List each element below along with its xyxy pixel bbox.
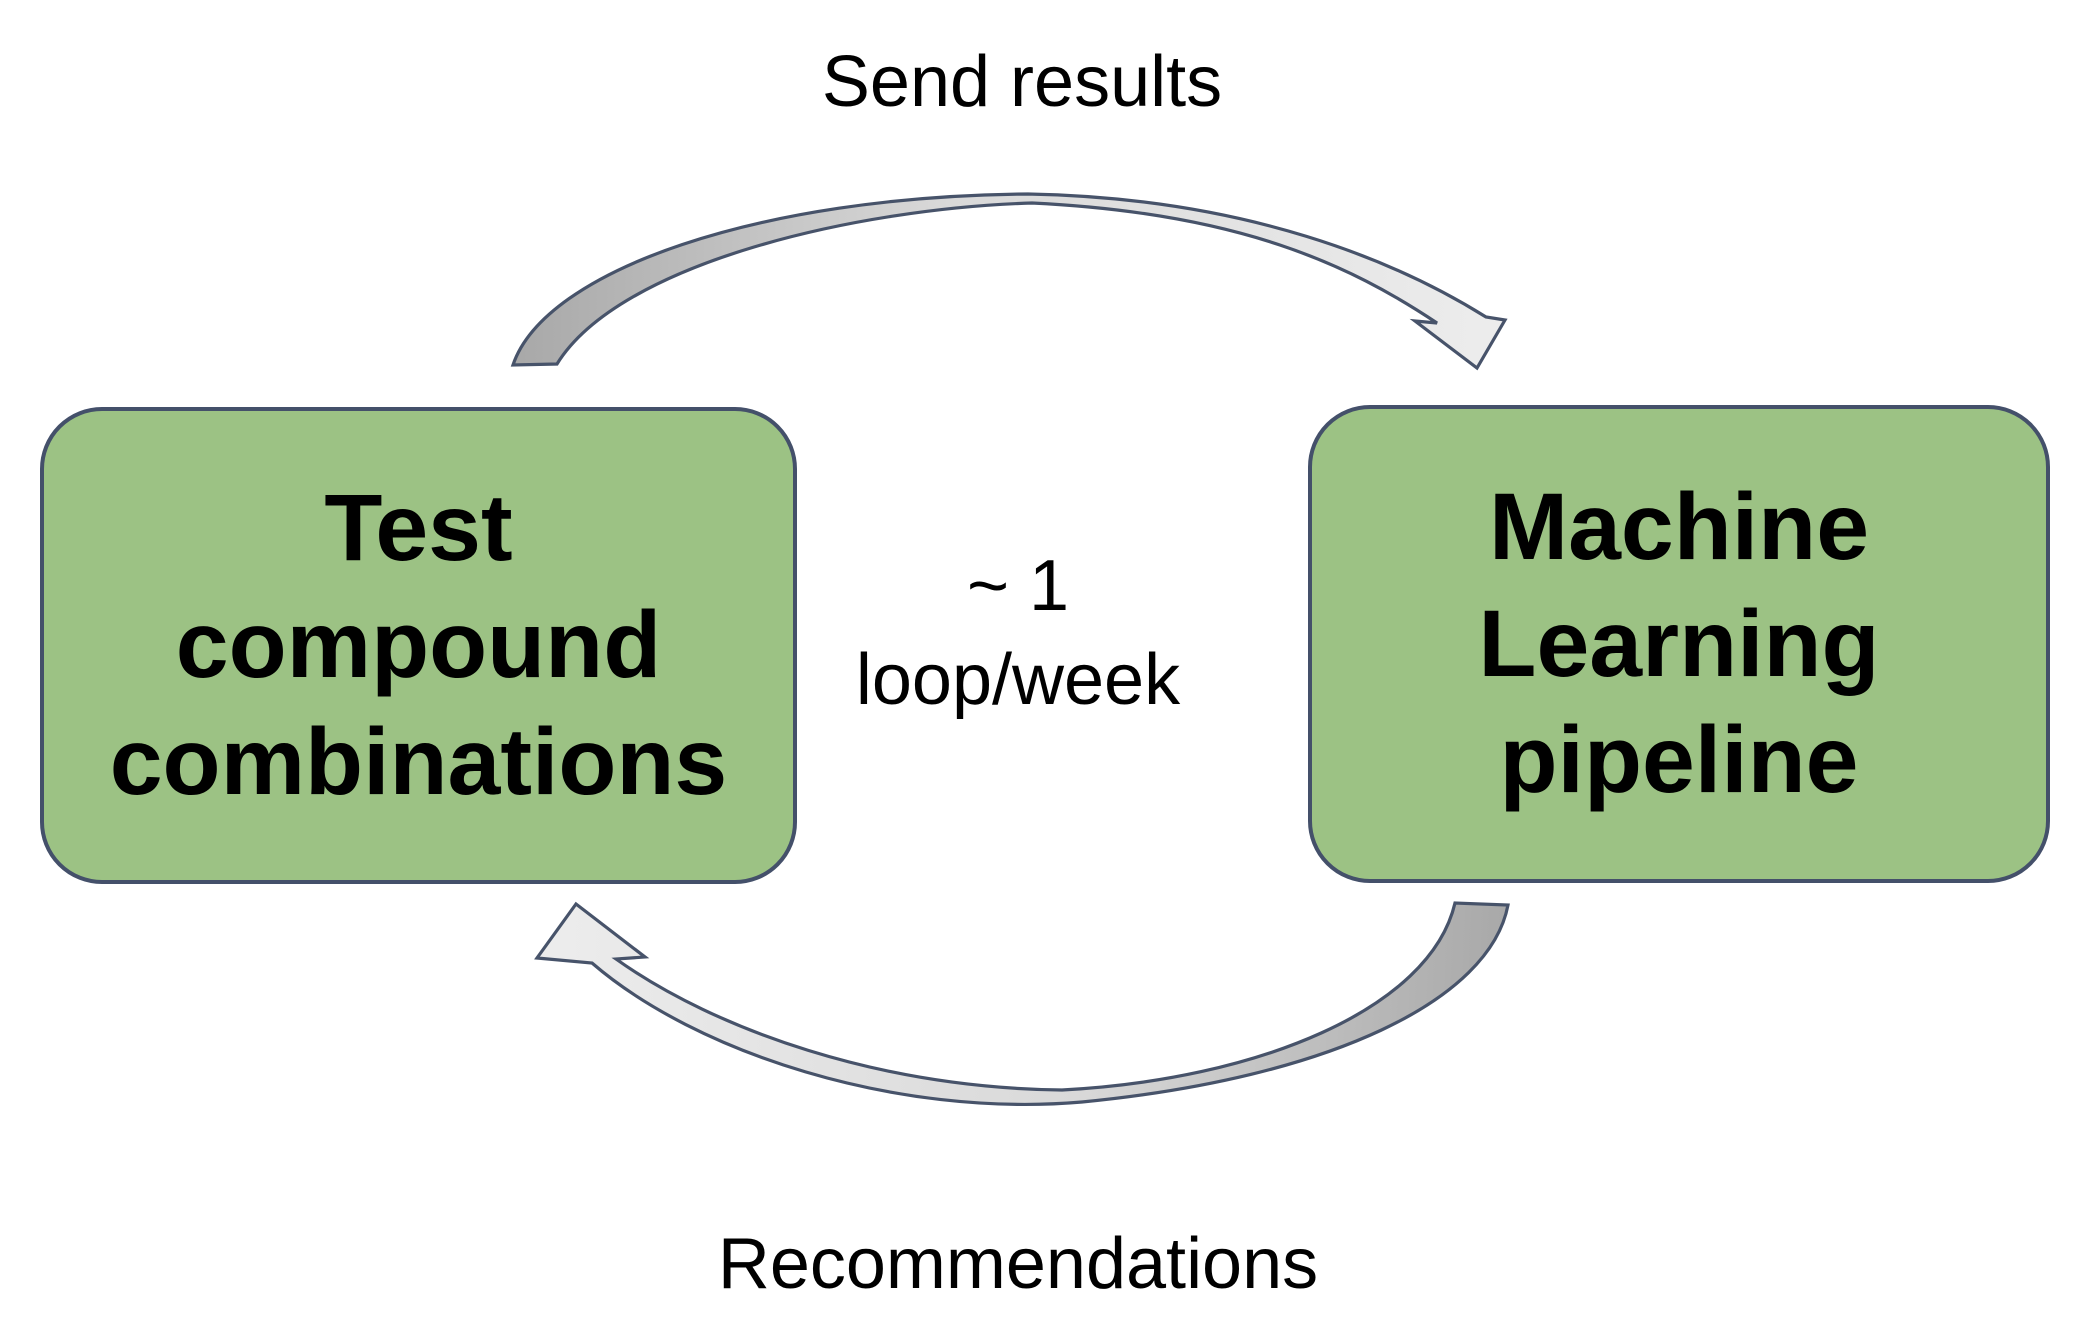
node-machine-learning-pipeline: Machine Learning pipeline (1308, 405, 2050, 883)
send-results-label: Send results (821, 42, 1223, 122)
recommendations-arrow (534, 901, 1510, 1106)
recommendations-label: Recommendations (717, 1224, 1319, 1304)
loop-frequency-label: ~ 1 loop/week (855, 546, 1181, 720)
node-left-label: Test compound combinations (109, 475, 728, 815)
node-test-compound-combinations: Test compound combinations (40, 407, 797, 884)
send-results-arrow (510, 192, 1508, 371)
node-right-label: Machine Learning pipeline (1478, 473, 1880, 814)
